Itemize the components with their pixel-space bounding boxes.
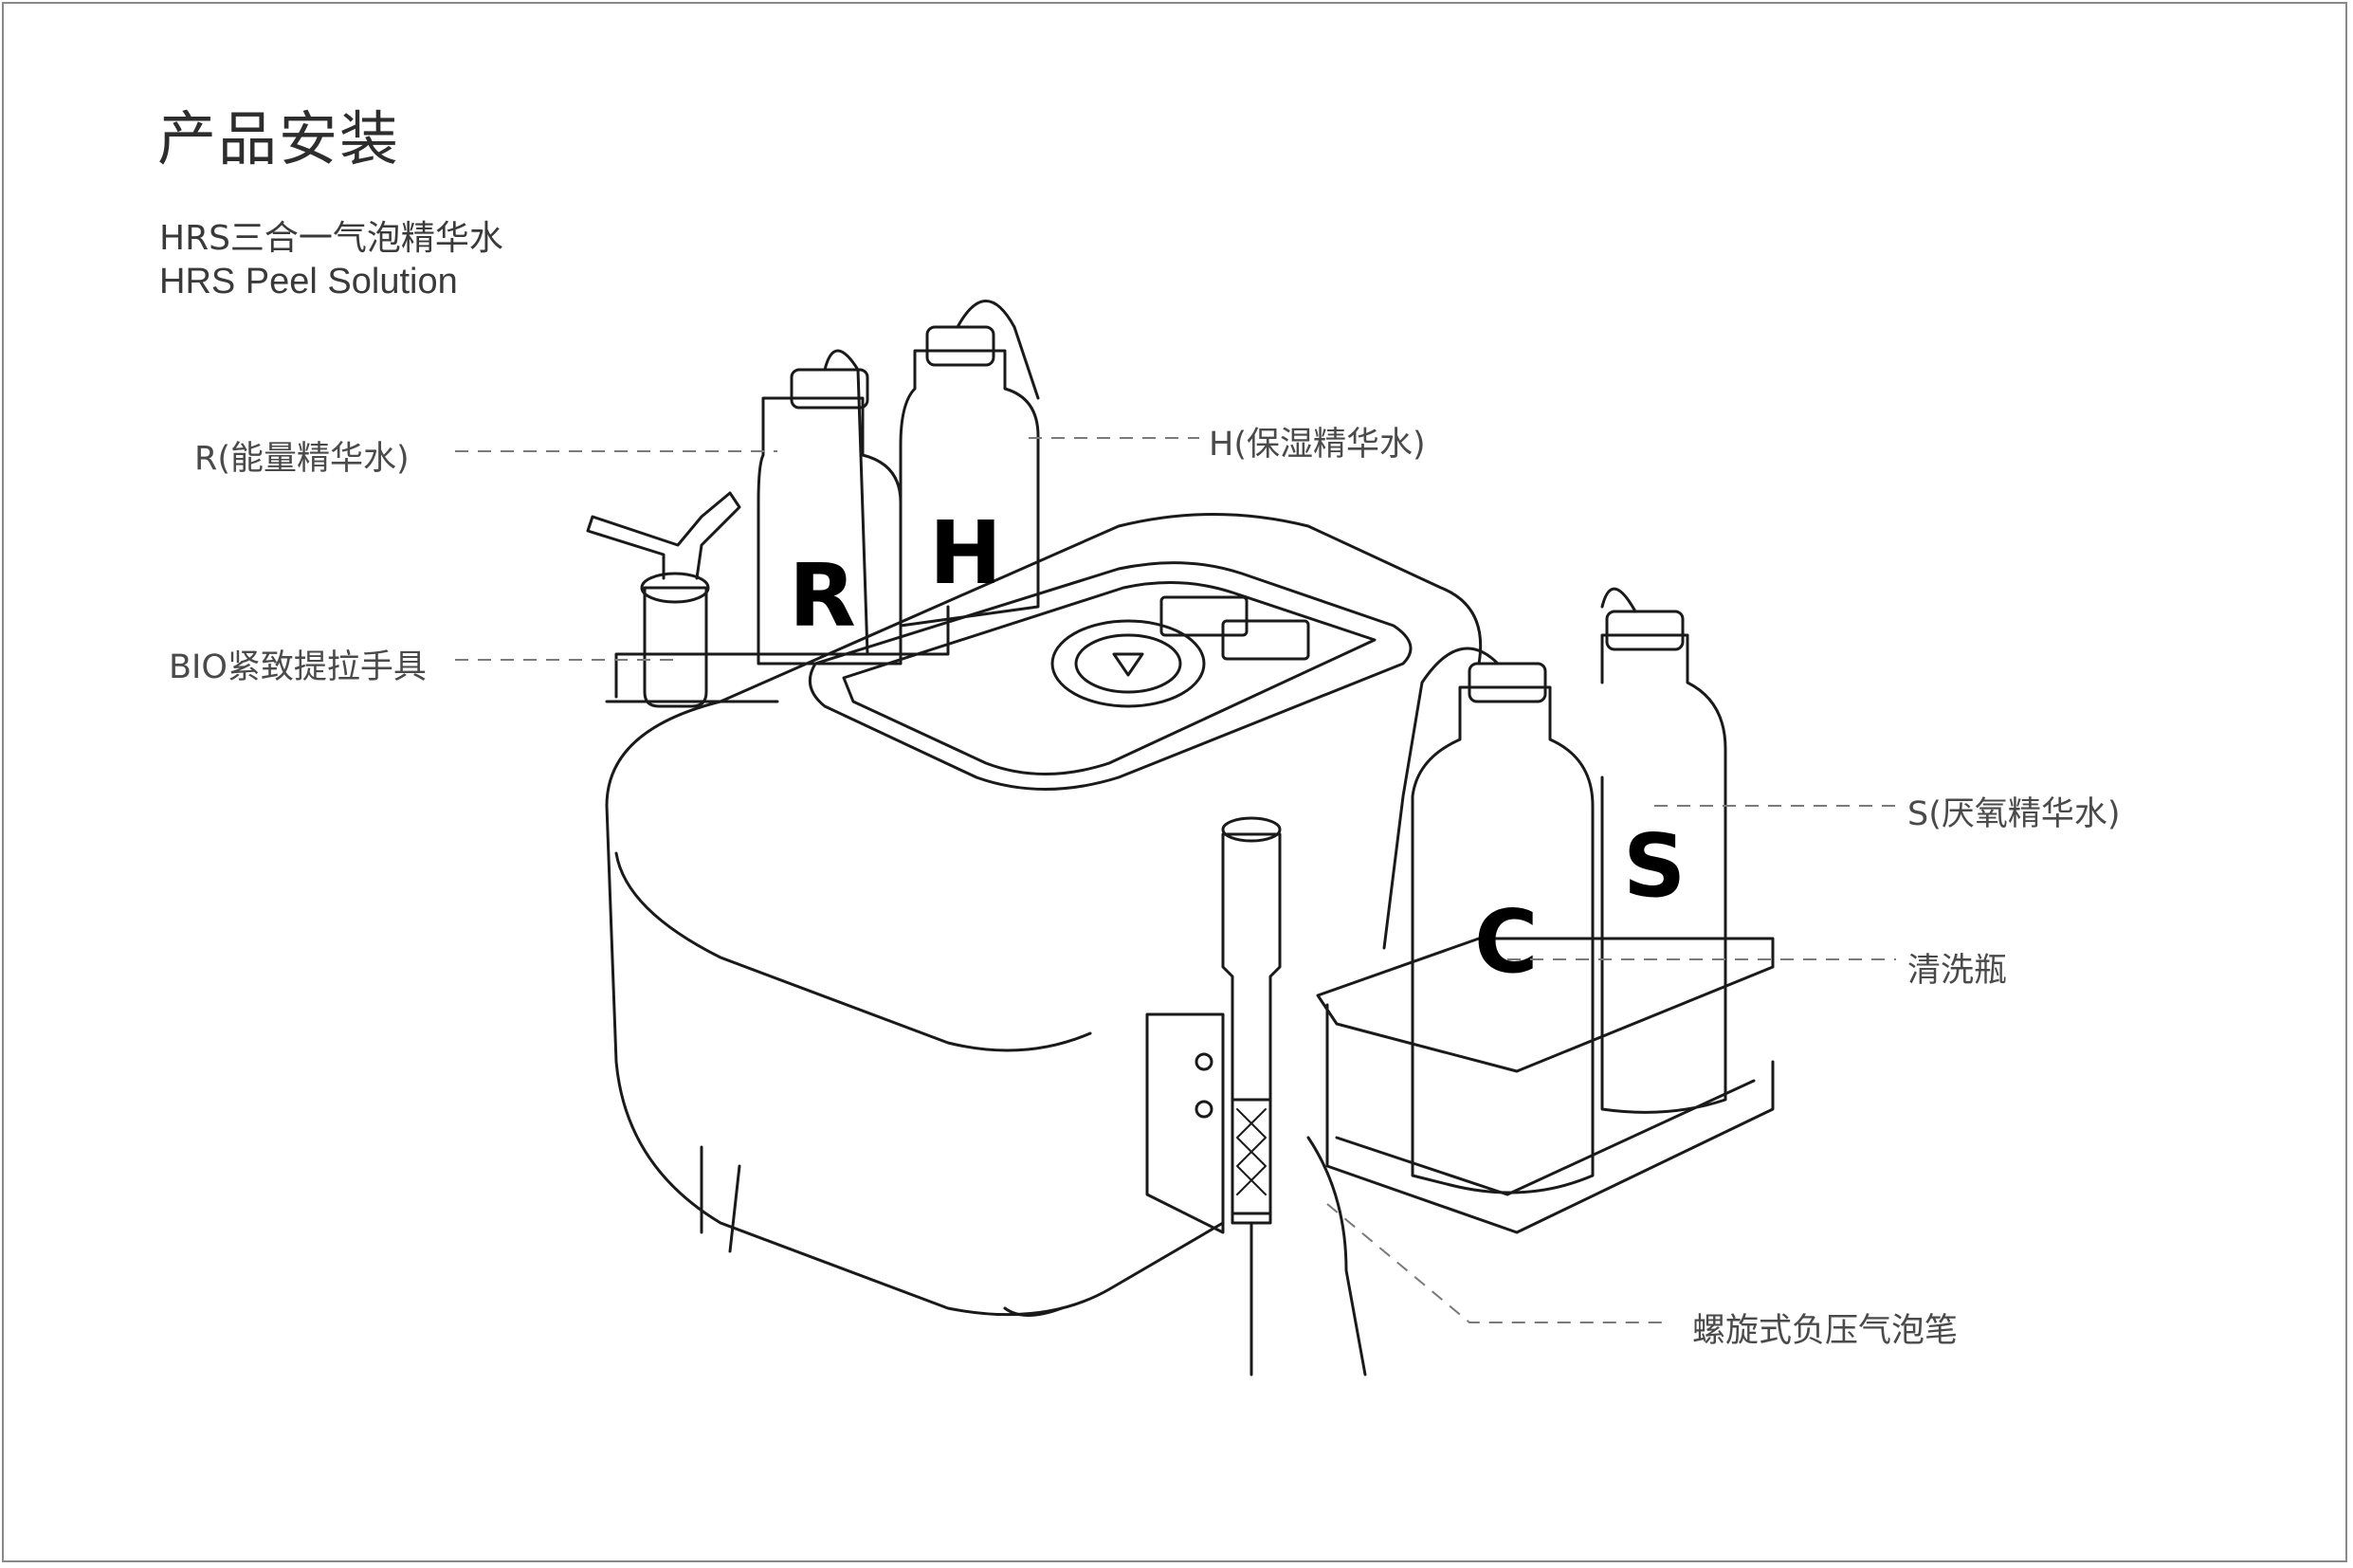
label-r-bottle: R(能量精华水)	[194, 440, 410, 478]
page-title: 产品安装	[157, 104, 401, 173]
bottle-letter-c: C	[1474, 891, 1539, 993]
pen-holder	[1145, 1012, 1225, 1234]
bottle-letter-r: R	[789, 545, 856, 647]
leader-pen	[1326, 1203, 1669, 1323]
c-bottle	[1411, 685, 1595, 1194]
subtitle-en: HRS Peel Solution	[159, 262, 458, 301]
bio-handle	[643, 586, 708, 708]
spiral-pen	[1221, 832, 1282, 1225]
label-s-bottle: S(厌氧精华水)	[1907, 795, 2121, 833]
control-panel	[808, 561, 1413, 791]
label-cleaning-bottle: 清洗瓶	[1907, 952, 2008, 990]
s-bottle	[1600, 633, 1727, 1114]
subtitle-cn: HRS三合一气泡精华水	[159, 219, 503, 258]
label-bio-handle: BIO紧致提拉手具	[169, 648, 427, 686]
label-spiral-pen: 螺旋式负压气泡笔	[1692, 1312, 1959, 1350]
bottle-letter-s: S	[1623, 815, 1686, 917]
housing-top-outline	[605, 513, 1483, 808]
bottle-letter-h: H	[929, 502, 1002, 604]
label-h-bottle: H(保湿精华水)	[1209, 426, 1426, 464]
housing-body	[605, 804, 1225, 1317]
h-bottle	[899, 349, 1040, 628]
bottle-tray	[1316, 937, 1775, 1073]
